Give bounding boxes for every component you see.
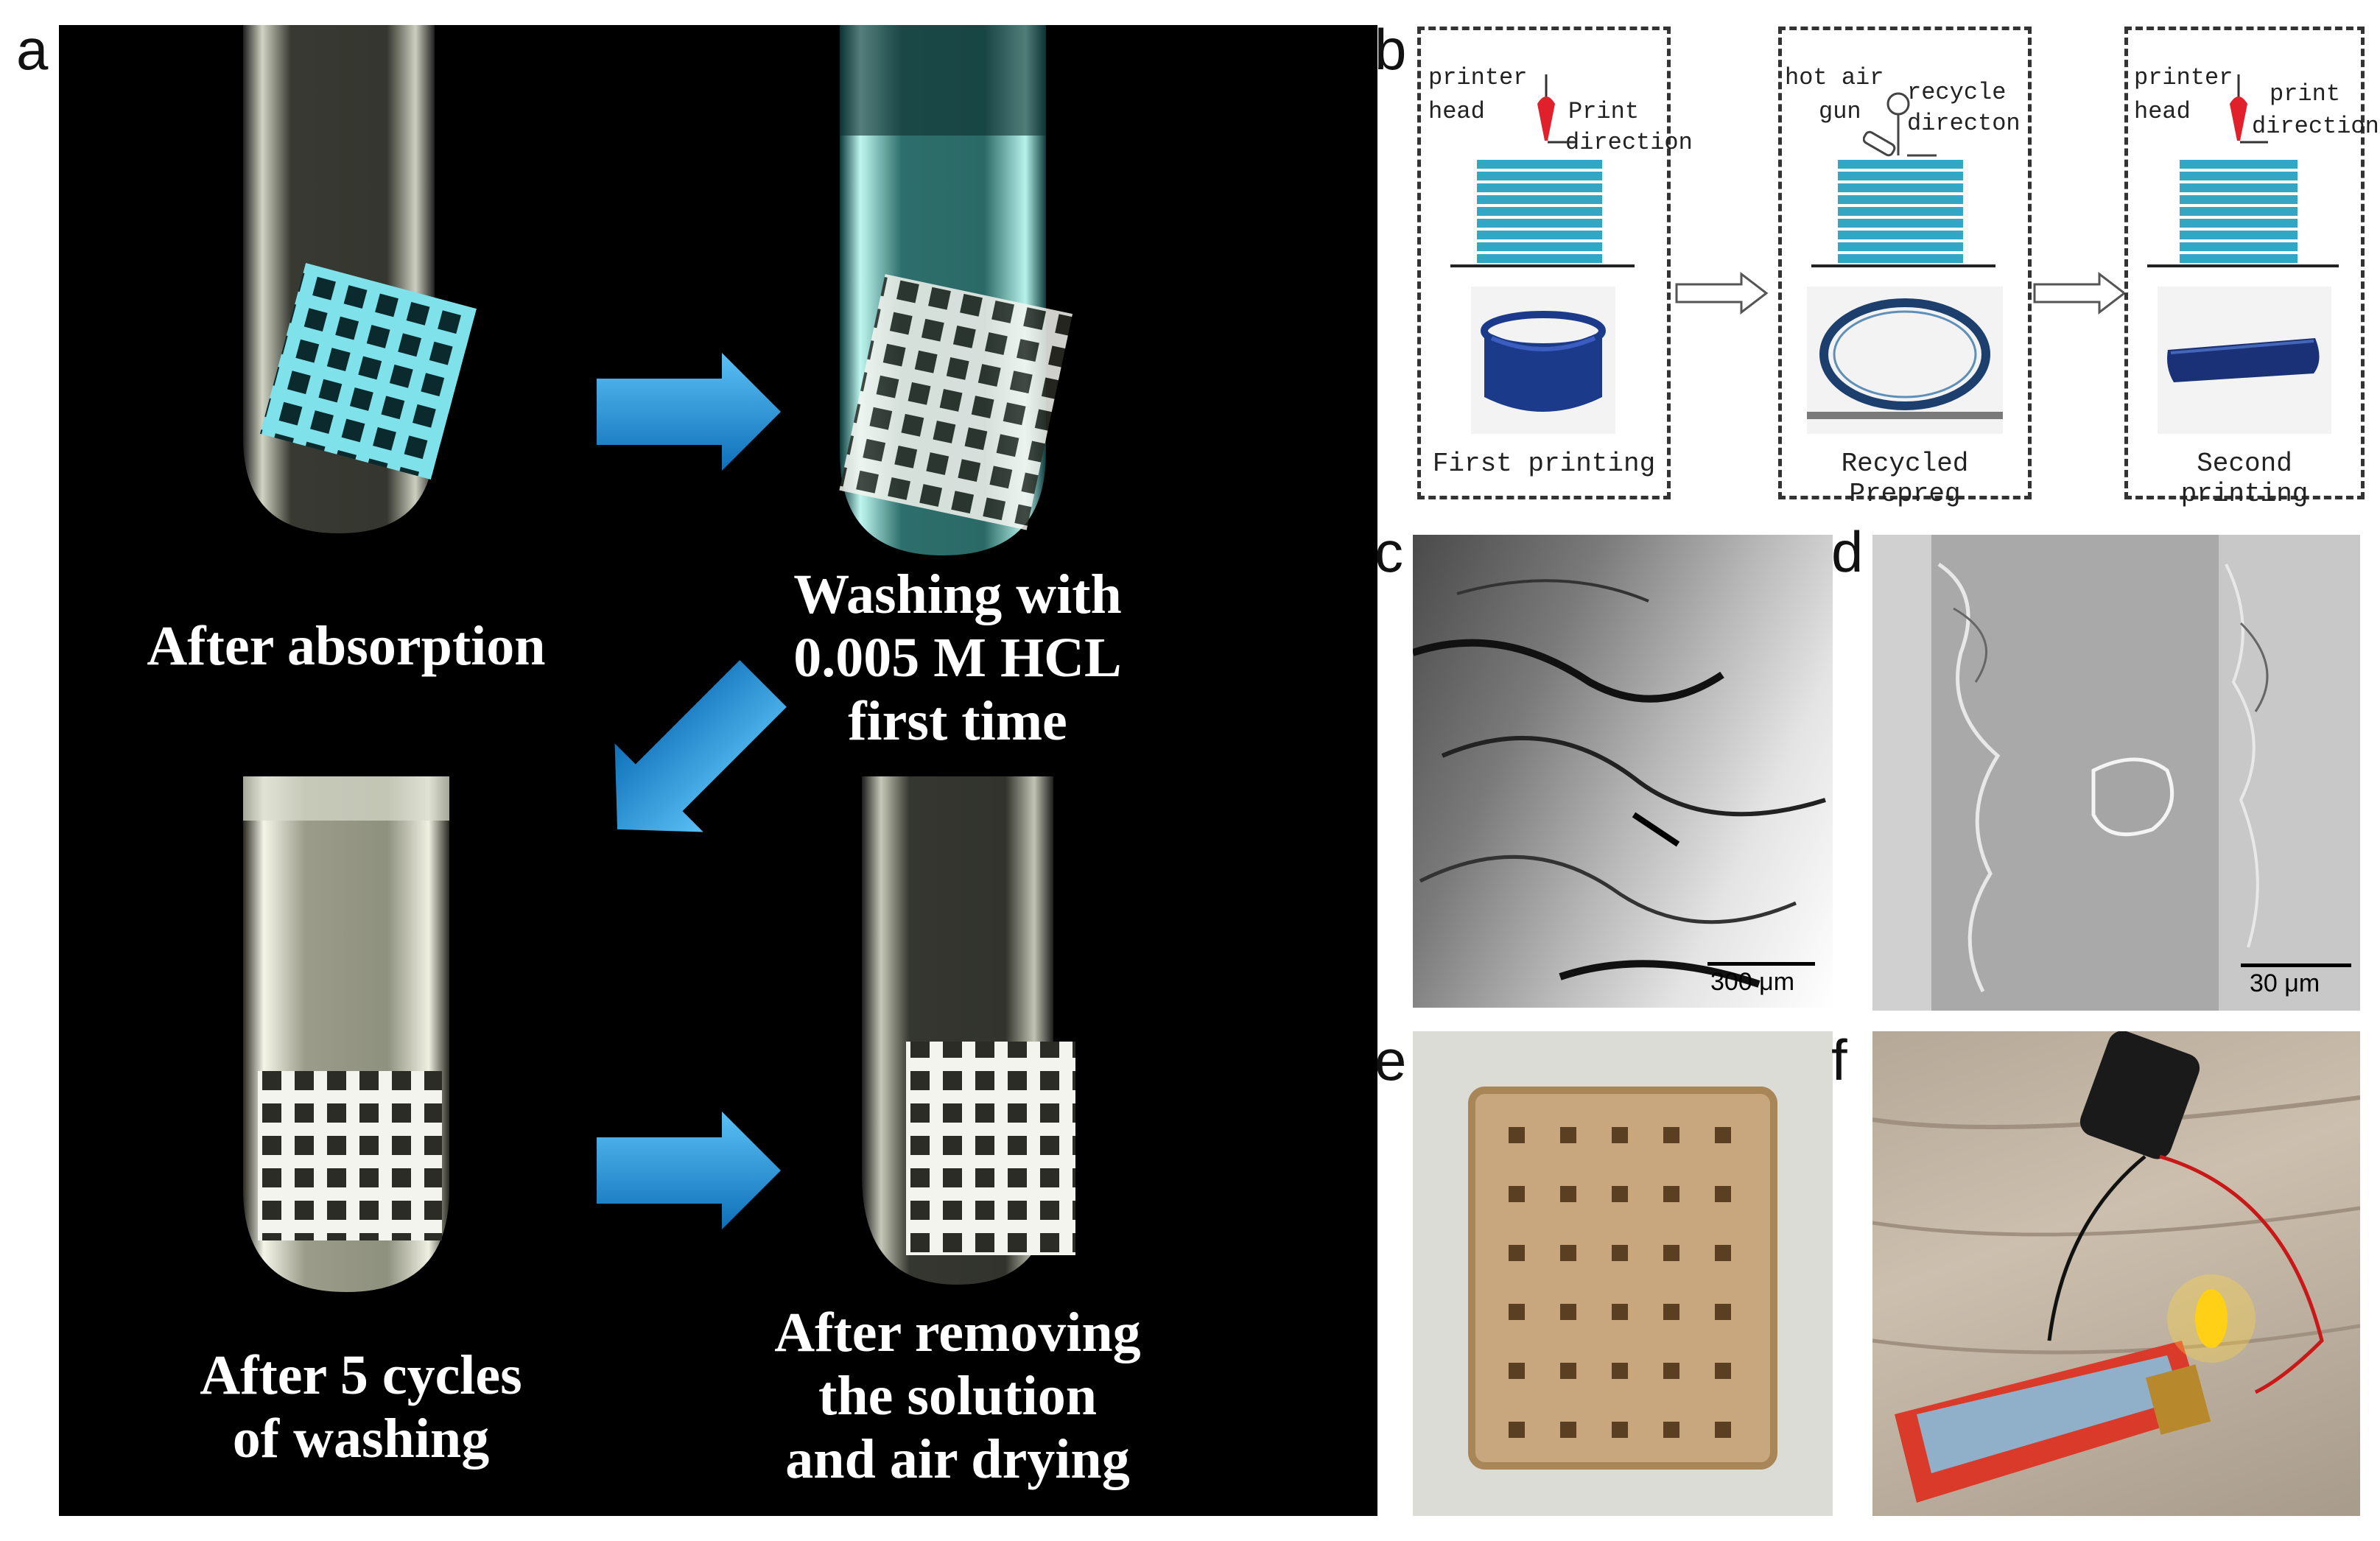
panel-a-photo: After absorption Washing with 0.005 M HC… <box>59 25 1377 1516</box>
label-recycle: recycle <box>1907 79 2007 106</box>
hot-air-gun-icon <box>1863 92 1937 157</box>
label-head: head <box>1428 98 1485 125</box>
label-printer: printer <box>1428 64 1528 91</box>
label-print: print <box>2270 80 2341 108</box>
panel-letter-a: a <box>16 17 49 82</box>
photo-recycled-ring <box>1807 287 2003 434</box>
caption-drying-line3: and air drying <box>785 1428 1130 1490</box>
layered-stack <box>2180 160 2297 263</box>
outline-arrow-icon <box>2033 271 2127 315</box>
panel-letter-c: c <box>1375 519 1403 584</box>
layered-stack <box>1477 160 1602 263</box>
caption-first-printing: First printing <box>1432 449 1656 479</box>
caption-second-printing: Second printing <box>2180 449 2309 509</box>
outline-arrow-icon <box>1675 271 1769 315</box>
scale-label: 300 μm <box>1710 968 1795 996</box>
caption-cycles-line1: After 5 cycles <box>200 1344 522 1406</box>
panel-letter-e: e <box>1375 1028 1407 1092</box>
label-hot-air: hot air <box>1785 64 1884 91</box>
base-line <box>2147 264 2339 267</box>
base-line <box>1811 264 1995 267</box>
step-second-printing: printer head print direction Second prin… <box>2124 27 2379 509</box>
photo-dried-lattice <box>1413 1031 1833 1516</box>
photo-blue-ring <box>1471 287 1615 434</box>
caption-recycled-prepreg: Recycled Prepreg <box>1841 449 1969 509</box>
printer-head-icon <box>2230 74 2268 144</box>
step-recycled-prepreg: hot air gun recycle directon Recycled Pr… <box>1778 27 2032 509</box>
test-tube-after-absorption <box>243 25 477 533</box>
test-tube-washing <box>839 25 1073 555</box>
caption-washing-line2: 0.005 M HCL <box>793 627 1122 689</box>
caption-drying-line2: the solution <box>818 1365 1097 1427</box>
sem-image-c: 300 μm <box>1413 535 1833 1008</box>
step-first-printing: printer head Print direction First print… <box>1417 27 1693 499</box>
label-direction: direction <box>1565 129 1693 156</box>
panel-letter-b: b <box>1375 17 1407 82</box>
label-print: Print <box>1568 98 1640 125</box>
sem-image-d: 30 μm <box>1872 535 2360 1011</box>
photo-led-circuit <box>1872 1031 2360 1516</box>
caption-after-absorption: After absorption <box>147 615 546 677</box>
scale-bar <box>2241 963 2351 967</box>
scale-label: 30 μm <box>2250 969 2320 997</box>
label-directon: directon <box>1907 110 2021 137</box>
base-line <box>1450 264 1635 267</box>
panel-letter-f: f <box>1831 1028 1847 1092</box>
caption-drying-line1: After removing <box>774 1302 1141 1363</box>
panel-letter-d: d <box>1831 519 1864 584</box>
label-gun: gun <box>1819 98 1861 125</box>
caption-cycles-line2: of washing <box>232 1408 490 1470</box>
label-printer: printer <box>2134 64 2233 91</box>
arrow-diagonal <box>614 660 787 832</box>
caption-washing-line1: Washing with <box>793 564 1122 625</box>
photo-second-print <box>2158 287 2331 434</box>
label-direction: direction <box>2252 113 2379 140</box>
caption-washing-line3: first time <box>848 690 1067 752</box>
test-tube-air-dried <box>862 776 1075 1285</box>
arrow-right-top <box>597 353 781 471</box>
label-head: head <box>2134 98 2191 125</box>
arrow-right-bottom <box>597 1112 781 1229</box>
printer-head-icon <box>1537 74 1576 144</box>
layered-stack <box>1838 160 1963 263</box>
scale-bar <box>1707 962 1815 966</box>
test-tube-after-cycles <box>243 776 449 1292</box>
